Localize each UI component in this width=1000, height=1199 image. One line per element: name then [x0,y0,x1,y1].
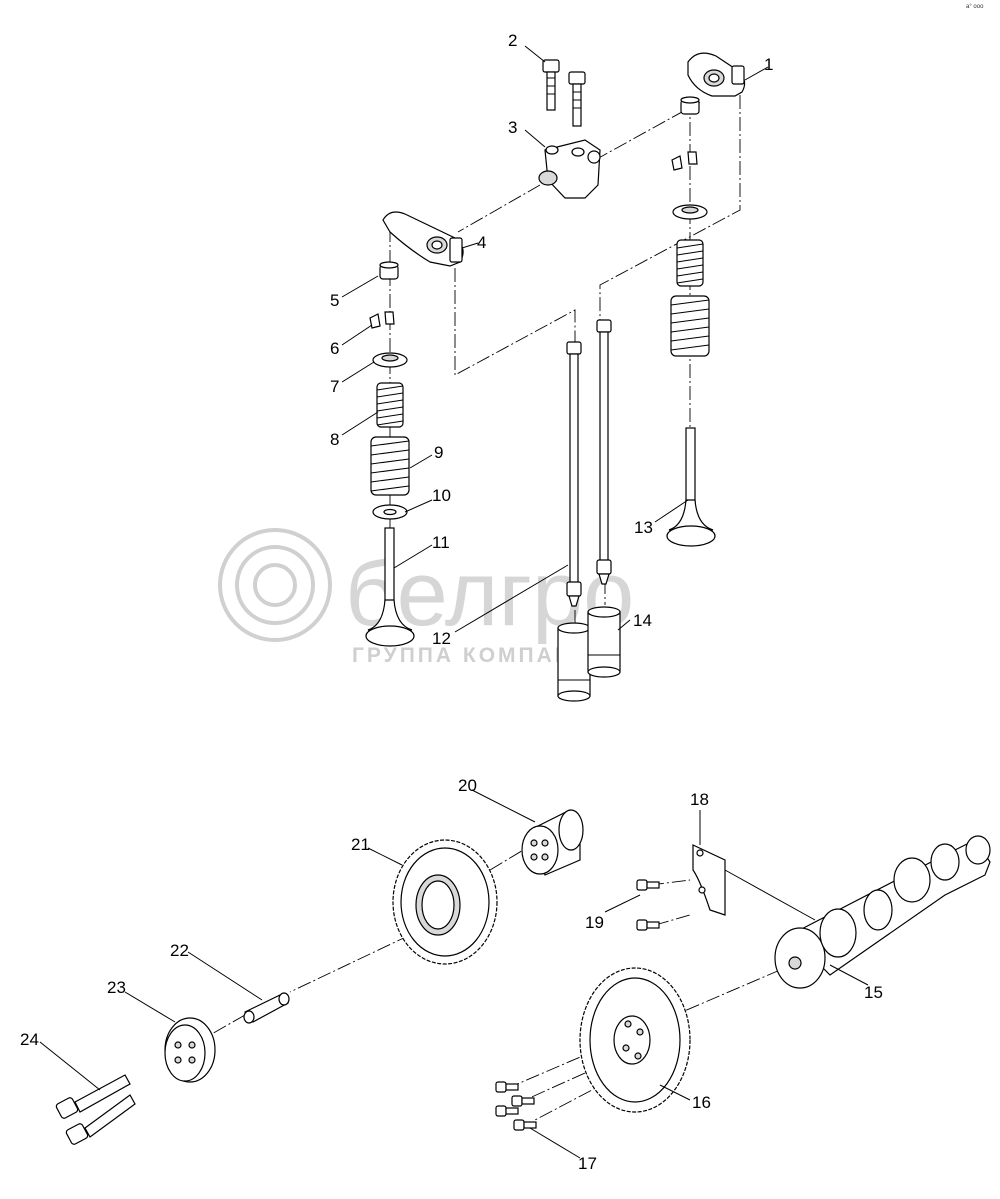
hub-20 [521,809,584,876]
thrust-plate-18 [692,844,726,916]
callout-4: 4 [477,233,486,252]
right-valve-assembly [666,96,716,547]
callouts: 1 2 3 4 5 6 7 8 9 10 11 12 13 14 15 16 1… [20,31,883,1173]
rocker-arm-4 [382,211,464,267]
callout-15: 15 [864,983,883,1002]
bolts-2 [542,59,586,127]
leader-lines [39,45,869,1159]
callout-18: 18 [690,790,709,809]
callout-5: 5 [330,291,339,310]
callout-8: 8 [330,430,339,449]
cam-gear-16 [579,967,691,1113]
bolts-24 [55,1074,136,1145]
camshaft-15 [774,835,991,989]
callout-19: 19 [585,913,604,932]
callout-14: 14 [633,611,652,630]
pin-22 [243,992,290,1024]
idler-gear-21 [392,839,498,965]
callout-11: 11 [432,533,450,552]
left-valve-assembly [365,261,415,647]
flange-23 [164,1017,216,1083]
callout-2: 2 [508,31,517,50]
callout-22: 22 [170,941,189,960]
rocker-bracket-3 [538,139,601,199]
callout-16: 16 [692,1093,711,1112]
callout-10: 10 [432,486,451,505]
bolts-17 [495,1081,537,1131]
rocker-arm-1 [687,52,746,97]
callout-7: 7 [330,377,339,396]
callout-13: 13 [634,518,653,537]
assembly-lines-lower [209,839,781,1121]
bolts-19 [636,879,660,931]
watermark-logo-icon [218,528,332,642]
callout-12: 12 [432,629,451,648]
callout-17: 17 [578,1154,597,1173]
callout-6: 6 [330,339,339,358]
callout-23: 23 [107,978,126,997]
push-rods-12 [566,319,612,607]
callout-1: 1 [764,55,773,74]
callout-21: 21 [351,835,370,854]
callout-24: 24 [20,1030,39,1049]
callout-9: 9 [434,443,443,462]
tappets-14 [557,606,621,702]
corner-mark: a° ooo [966,4,984,10]
callout-3: 3 [508,118,517,137]
callout-20: 20 [458,776,477,795]
